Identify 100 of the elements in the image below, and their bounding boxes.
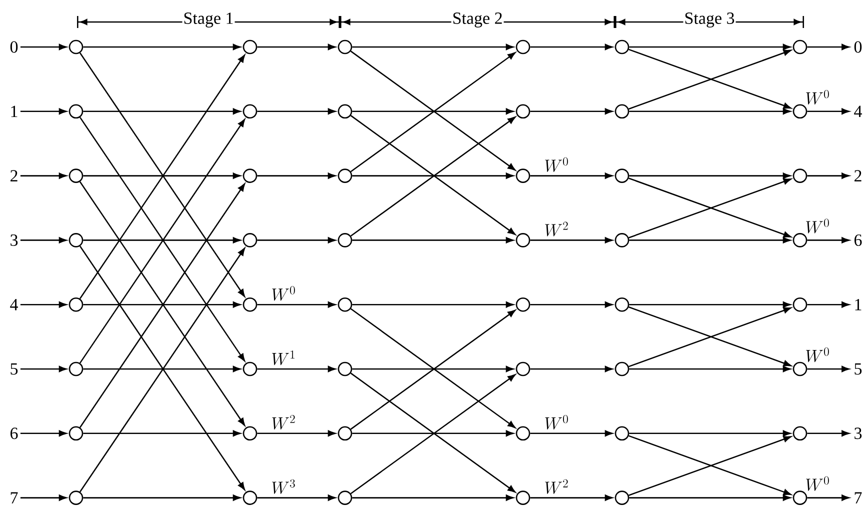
arrow — [83, 430, 241, 436]
node-circle — [516, 104, 530, 119]
index-label: 0 — [10, 41, 18, 53]
arrow — [807, 302, 850, 308]
node-circle — [516, 490, 530, 505]
node-circle — [68, 40, 84, 54]
arrow — [530, 172, 613, 179]
arrow — [20, 108, 67, 114]
arrow — [629, 366, 791, 372]
arrow — [352, 237, 514, 244]
index-label: 3 — [854, 428, 862, 440]
node-circle — [516, 362, 530, 376]
node-circle — [516, 233, 530, 248]
index-label: 5 — [10, 363, 18, 375]
node-circle — [792, 426, 808, 441]
index-label: 1 — [11, 106, 18, 117]
index-label: 4 — [10, 299, 18, 310]
arrow — [83, 44, 241, 50]
arrow — [629, 302, 791, 308]
arrow — [257, 302, 336, 308]
arrow — [83, 108, 241, 114]
arrow — [83, 494, 241, 501]
arrow — [20, 302, 67, 308]
twiddle-factor: $W^2$ — [272, 414, 295, 430]
node-circle — [242, 168, 258, 183]
stage-label: Stage 3 — [683, 12, 736, 28]
index-label: 2 — [10, 170, 18, 182]
node-circle — [792, 297, 808, 312]
node-circle — [68, 426, 84, 441]
index-label: 0 — [854, 41, 862, 53]
arrow — [807, 237, 850, 244]
node-circle — [338, 362, 352, 376]
arrow — [530, 302, 613, 308]
index-label: 1 — [855, 298, 862, 310]
node-circle — [242, 490, 258, 505]
node-circle — [338, 297, 352, 312]
node-circle — [614, 490, 630, 505]
arrow — [257, 366, 336, 372]
node-circle — [68, 233, 84, 248]
arrow — [352, 108, 514, 114]
arrow — [629, 44, 791, 50]
node-circle — [614, 362, 630, 376]
index-label: 3 — [10, 234, 18, 246]
node-circle — [338, 104, 352, 119]
arrow — [352, 172, 514, 179]
node-circle — [516, 426, 530, 441]
twiddle-factor: $W^0$ — [806, 476, 829, 491]
twiddle-factor: $W^0$ — [272, 286, 295, 301]
arrow — [352, 366, 514, 372]
index-label: 6 — [10, 428, 18, 440]
node-circle — [68, 168, 84, 183]
arrow — [83, 366, 241, 372]
node-circle — [338, 426, 352, 441]
index-label: 2 — [854, 170, 862, 182]
arrow — [257, 430, 336, 436]
arrow — [807, 108, 850, 114]
node-circle — [614, 168, 630, 183]
stage-label: Stage 2 — [451, 12, 504, 28]
arrow — [530, 44, 613, 50]
index-label: 4 — [854, 106, 862, 117]
arrow — [807, 366, 850, 372]
node-circle — [614, 233, 630, 248]
arrow — [629, 494, 791, 501]
arrow — [257, 172, 336, 179]
node-circle — [516, 297, 530, 312]
arrow — [257, 237, 336, 244]
node-circle — [792, 490, 808, 505]
twiddle-factor: $W^0$ — [545, 157, 568, 172]
index-label: 5 — [854, 363, 862, 375]
arrow — [807, 172, 850, 179]
arrow — [83, 172, 241, 179]
arrow — [83, 237, 241, 244]
node-circle — [338, 490, 352, 505]
arrow — [352, 302, 514, 308]
twiddle-factor: $W^1$ — [272, 350, 294, 366]
node-circle — [516, 40, 530, 54]
node-circle — [68, 104, 84, 119]
node-circle — [792, 104, 808, 119]
arrow — [629, 237, 791, 244]
node-circle — [792, 233, 808, 248]
twiddle-factor: $W^0$ — [806, 348, 829, 362]
twiddle-factor: $W^3$ — [272, 479, 295, 494]
twiddle-factor: $W^0$ — [806, 90, 829, 105]
node-circle — [68, 362, 84, 376]
arrow — [807, 430, 850, 436]
arrow — [352, 44, 514, 50]
node-circle — [338, 40, 352, 54]
arrow — [20, 44, 67, 50]
arrow — [807, 494, 850, 501]
index-label: 6 — [854, 234, 862, 246]
arrow — [352, 430, 514, 436]
index-label: 7 — [10, 492, 18, 504]
arrow — [530, 237, 613, 244]
arrow — [807, 44, 850, 50]
twiddle-factor: $W^2$ — [545, 479, 568, 494]
node-circle — [614, 40, 630, 54]
arrow — [629, 108, 791, 114]
arrow — [629, 430, 791, 436]
arrow — [20, 366, 67, 372]
arrow — [83, 302, 241, 308]
